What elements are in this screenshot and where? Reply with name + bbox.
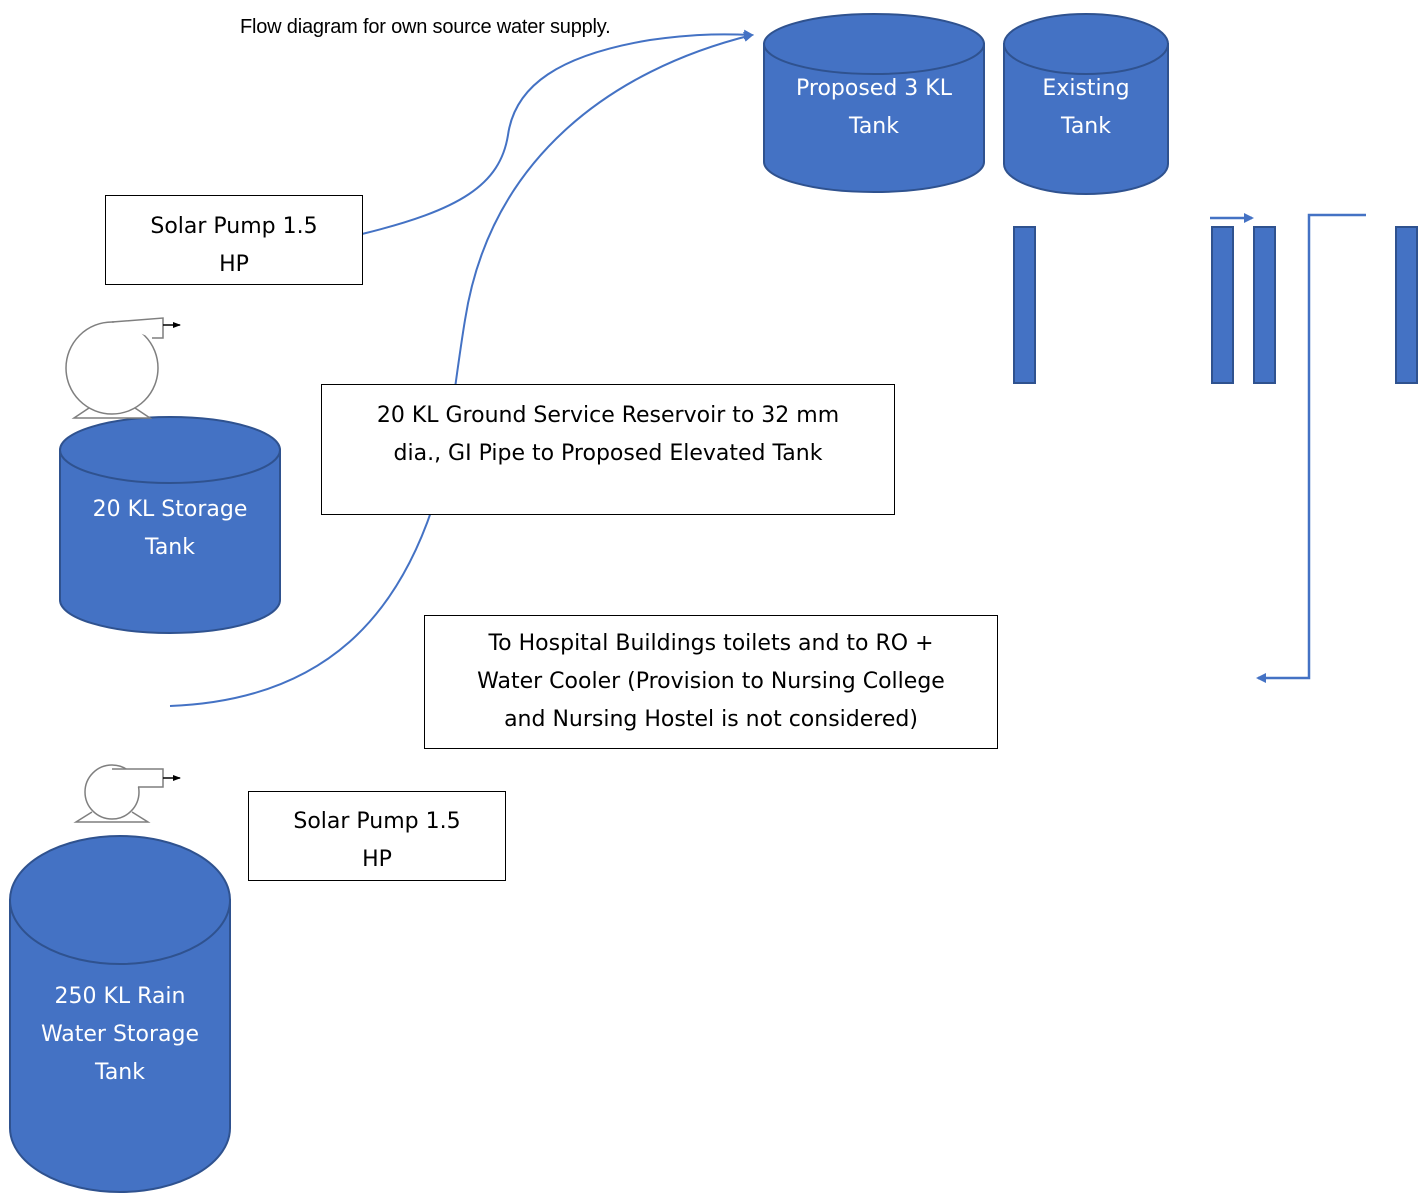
storage-tank-label: 20 KL Storage Tank — [92, 497, 248, 560]
hospital-supply-arrow — [1256, 213, 1366, 683]
pipe-column-1 — [1013, 226, 1036, 384]
proposed-tank-label: Proposed 3 KL Tank — [796, 76, 952, 139]
pipe-column-2 — [1211, 226, 1234, 384]
pipe-column-4 — [1395, 226, 1418, 384]
diagram-title: Flow diagram for own source water supply… — [240, 16, 611, 38]
pump-icon — [65, 317, 181, 419]
storage-tank-20kl — [59, 416, 281, 634]
reservoir-pipe-box: 20 KL Ground Service Reservoir to 32 mm … — [321, 384, 895, 515]
existing-tank-label: Existing Tank — [1042, 76, 1130, 139]
solar-pump-top-box: Solar Pump 1.5 HP — [105, 195, 363, 285]
existing-tank — [1003, 13, 1169, 195]
proposed-tank — [763, 13, 985, 193]
rain-water-tank-250kl — [9, 835, 231, 1193]
solar-pump-to-tank-pipe — [361, 29, 754, 235]
solar-pump-bottom-box: Solar Pump 1.5 HP — [248, 791, 506, 881]
pipe-column-3 — [1253, 226, 1276, 384]
hospital-supply-box: To Hospital Buildings toilets and to RO … — [424, 615, 998, 749]
pump-icon — [73, 764, 181, 823]
rain-tank-label: 250 KL Rain Water Storage Tank — [40, 984, 200, 1085]
